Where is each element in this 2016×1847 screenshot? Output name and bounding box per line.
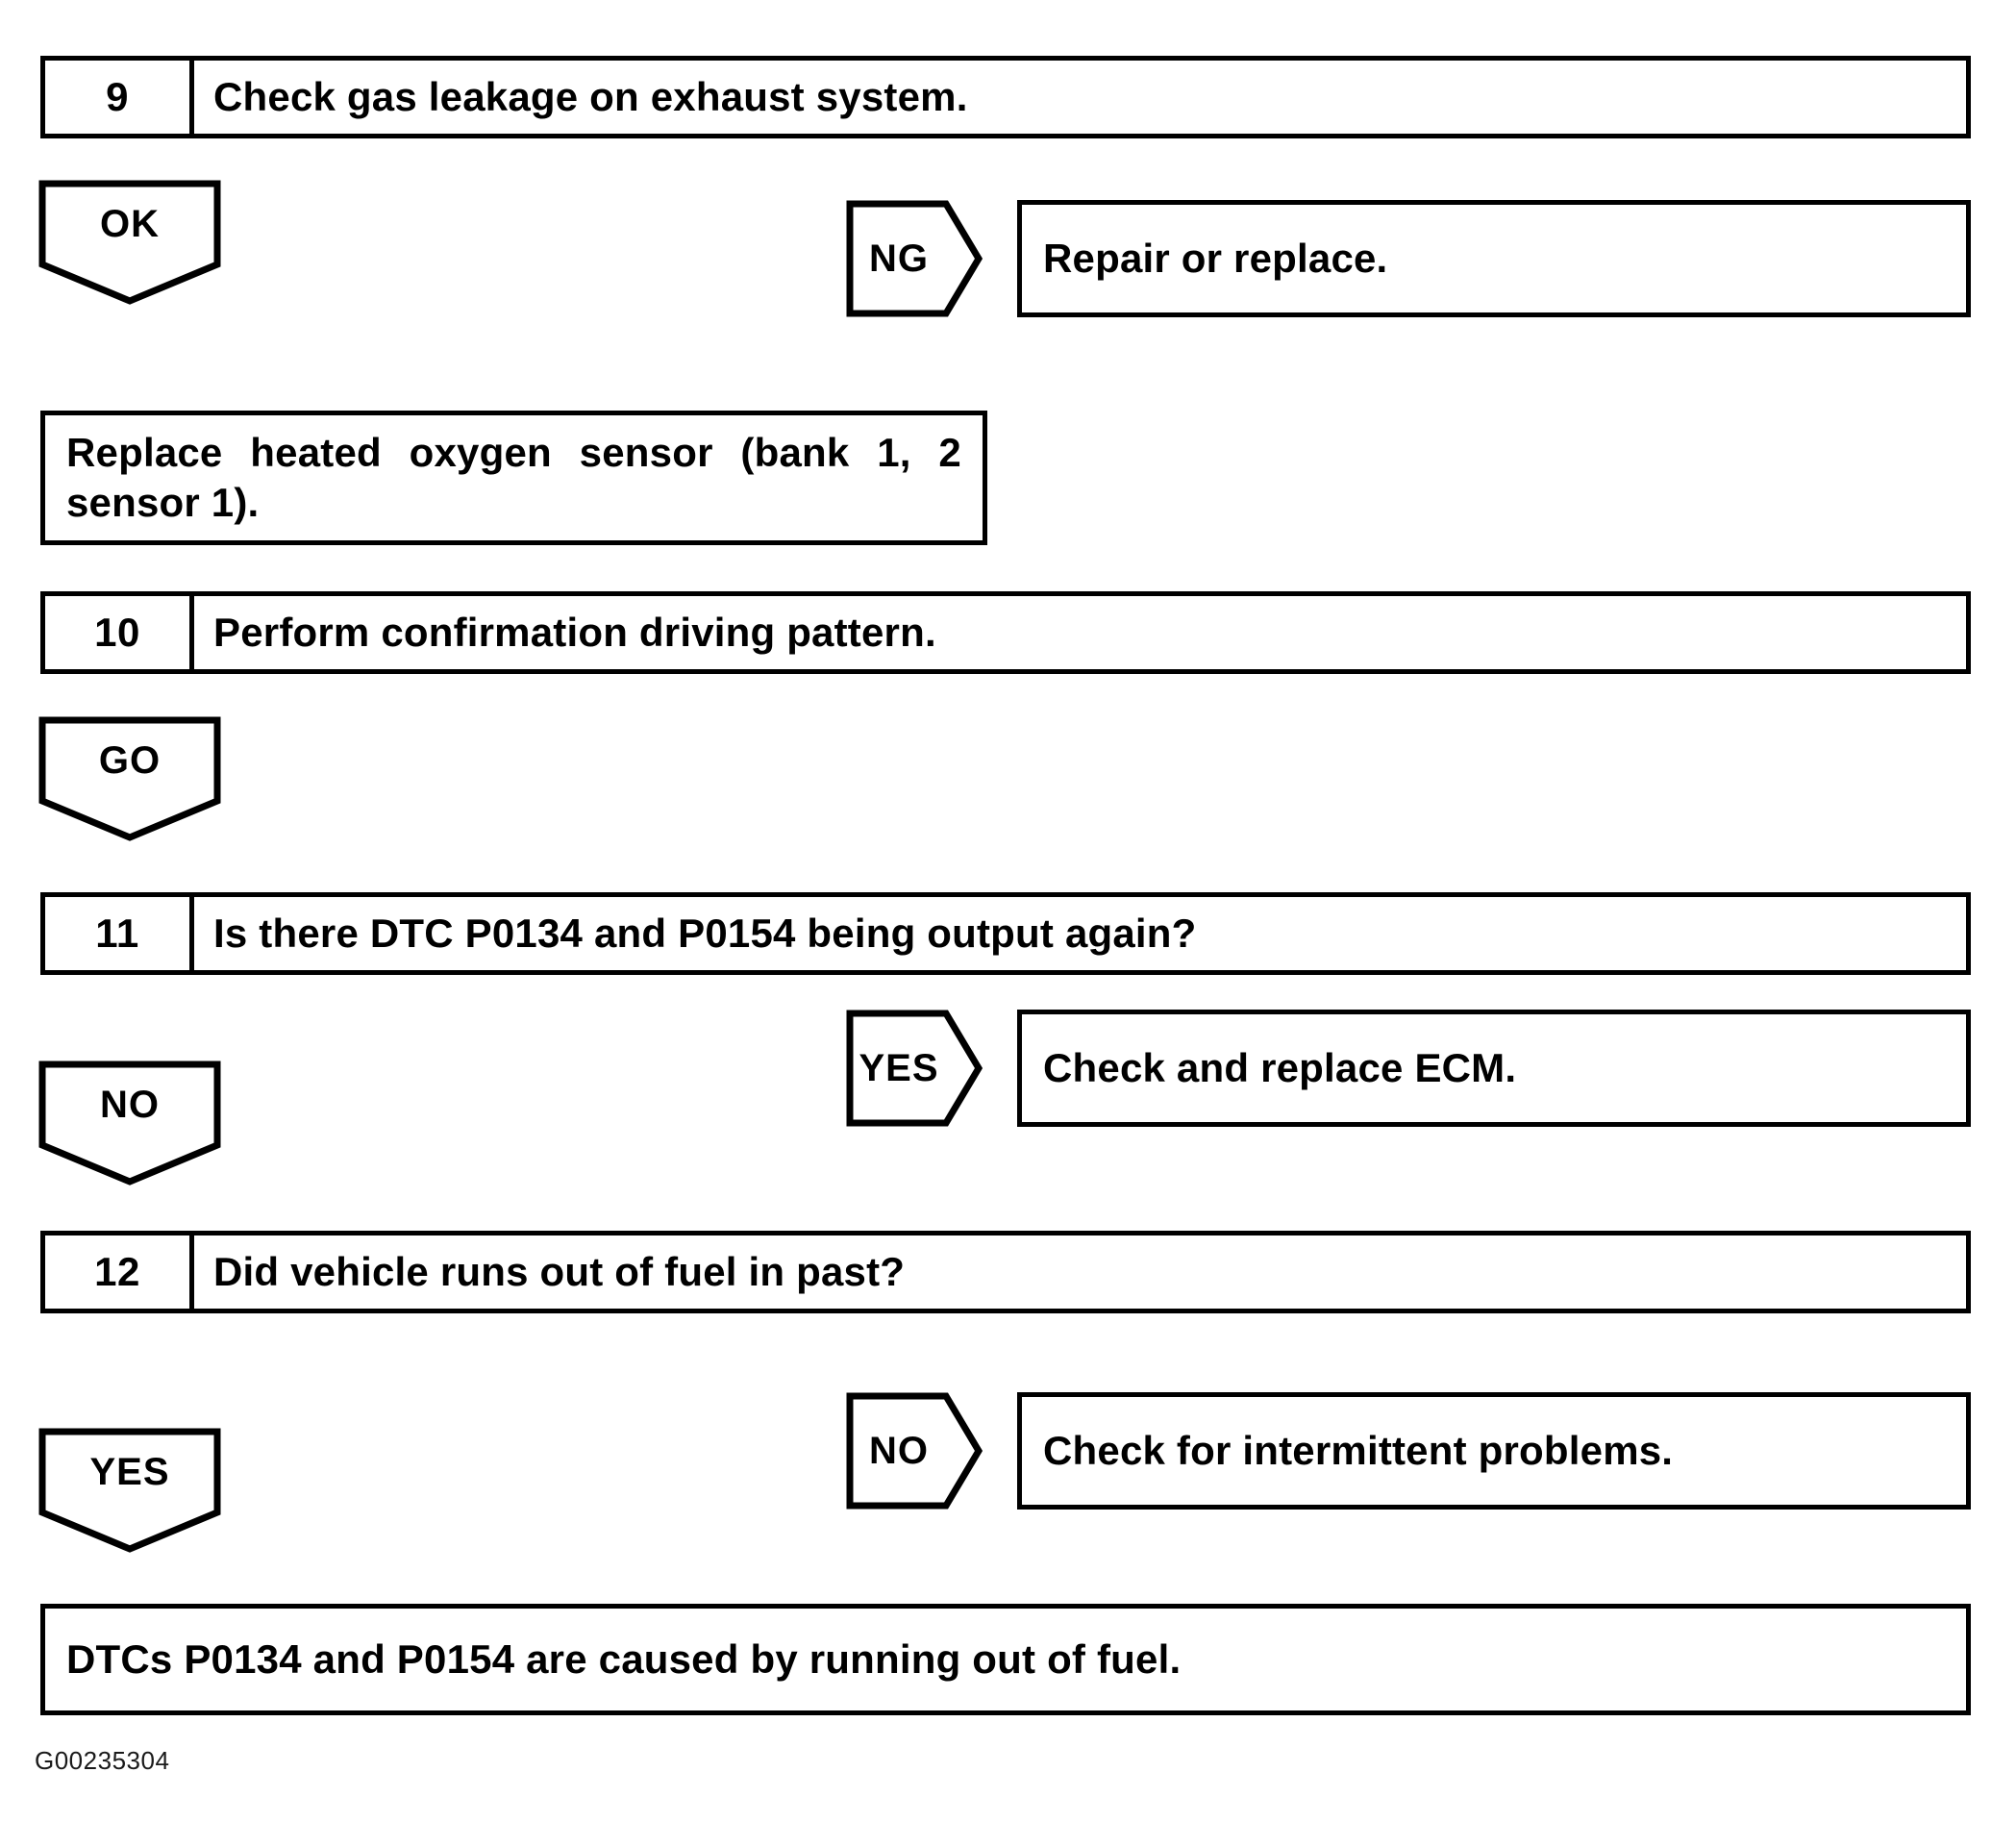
step-row-10: 10 Perform confirmation driving pattern. [40, 591, 1971, 674]
step-number-9: 9 [45, 61, 194, 134]
branch-arrow-ok-step9: OK [38, 180, 221, 305]
action-text-replace-sensor: Replace heated oxygen sensor (bank 1, 2 … [66, 428, 961, 529]
action-text-repair-or-replace: Repair or replace. [1043, 236, 1388, 281]
conclusion-text: DTCs P0134 and P0154 are caused by runni… [66, 1636, 1182, 1682]
step-number-12: 12 [45, 1235, 194, 1309]
step-text-10: Perform confirmation driving pattern. [213, 610, 936, 655]
conclusion-box: DTCs P0134 and P0154 are caused by runni… [40, 1604, 1971, 1715]
step-text-9: Check gas leakage on exhaust system. [213, 74, 968, 119]
step-text-12: Did vehicle runs out of fuel in past? [213, 1249, 906, 1294]
branch-label-ok: OK [100, 202, 160, 245]
action-box-check-intermittent: Check for intermittent problems. [1017, 1392, 1971, 1510]
action-box-replace-sensor: Replace heated oxygen sensor (bank 1, 2 … [40, 411, 987, 545]
branch-arrow-no-step12: NO [846, 1392, 983, 1510]
action-box-repair-or-replace: Repair or replace. [1017, 200, 1971, 317]
branch-label-no-step11: NO [100, 1083, 160, 1126]
step-text-11: Is there DTC P0134 and P0154 being outpu… [213, 911, 1197, 956]
branch-arrow-ng-step9: NG [846, 200, 983, 317]
action-box-check-replace-ecm: Check and replace ECM. [1017, 1010, 1971, 1127]
step-row-9: 9 Check gas leakage on exhaust system. [40, 56, 1971, 138]
branch-label-yes-step11: YES [859, 1046, 939, 1089]
branch-label-yes-step12: YES [89, 1450, 170, 1493]
step-row-11: 11 Is there DTC P0134 and P0154 being ou… [40, 892, 1971, 975]
branch-arrow-yes-step11: YES [846, 1010, 983, 1127]
branch-arrow-no-step11: NO [38, 1061, 221, 1186]
action-text-check-replace-ecm: Check and replace ECM. [1043, 1045, 1517, 1090]
action-text-replace-sensor-line1: Replace heated oxygen sensor (bank 1, 2 [66, 429, 961, 475]
step-row-12: 12 Did vehicle runs out of fuel in past? [40, 1231, 1971, 1313]
branch-label-ng: NG [869, 237, 929, 280]
step-number-10: 10 [45, 596, 194, 669]
action-text-replace-sensor-line2: sensor 1). [66, 480, 260, 525]
step-number-11: 11 [45, 897, 194, 970]
branch-arrow-go-step10: GO [38, 716, 221, 841]
action-text-check-intermittent: Check for intermittent problems. [1043, 1428, 1674, 1473]
branch-label-no-step12: NO [869, 1429, 929, 1472]
figure-id-label: G00235304 [35, 1746, 170, 1775]
branch-arrow-yes-step12: YES [38, 1428, 221, 1553]
branch-label-go: GO [98, 738, 162, 782]
